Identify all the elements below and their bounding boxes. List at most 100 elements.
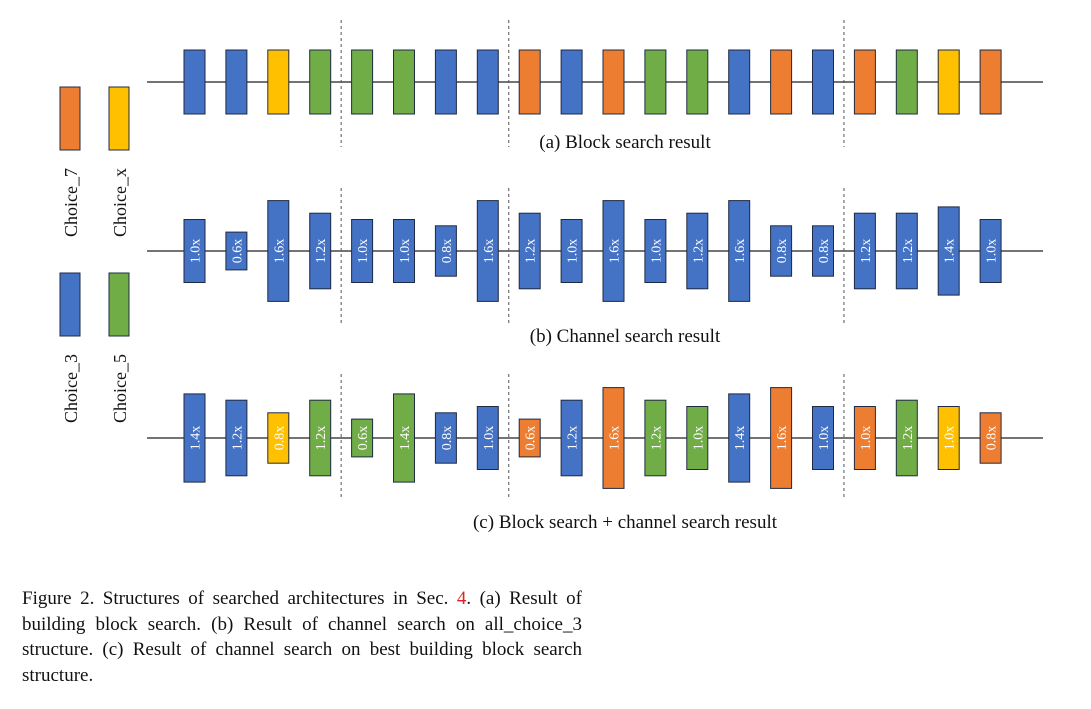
block-a-9 bbox=[518, 49, 541, 115]
block-c-19: 1.0x bbox=[937, 406, 960, 470]
block-a-11 bbox=[602, 49, 625, 115]
block-b-2: 0.6x bbox=[225, 231, 248, 271]
figure-caption: Figure 2. Structures of searched archite… bbox=[22, 586, 582, 688]
block-rect bbox=[518, 212, 541, 290]
block-b-12: 1.0x bbox=[644, 219, 667, 283]
block-scale-label: 1.2x bbox=[314, 426, 329, 451]
block-scale-label: 0.8x bbox=[817, 239, 832, 264]
legend-swatch-choice-x bbox=[108, 86, 130, 151]
block-scale-label: 1.2x bbox=[691, 239, 706, 264]
block-scale-label: 1.2x bbox=[901, 239, 916, 264]
block-rect bbox=[644, 49, 667, 115]
block-rect bbox=[895, 399, 918, 477]
panel-caption: (c) Block search + channel search result bbox=[473, 512, 778, 533]
block-rect bbox=[602, 200, 625, 302]
block-scale-label: 1.2x bbox=[566, 426, 581, 451]
block-rect bbox=[309, 399, 332, 477]
block-b-5: 1.0x bbox=[351, 219, 374, 283]
block-rect bbox=[225, 49, 248, 115]
block-scale-label: 1.0x bbox=[943, 426, 958, 451]
block-b-17: 1.2x bbox=[853, 212, 876, 290]
legend-label: Choice_3 bbox=[61, 354, 81, 423]
block-scale-label: 1.6x bbox=[775, 426, 790, 451]
block-scale-label: 0.8x bbox=[272, 426, 287, 451]
section-reference-link[interactable]: 4 bbox=[456, 588, 467, 609]
block-c-7: 0.8x bbox=[434, 412, 457, 464]
block-c-13: 1.0x bbox=[686, 406, 709, 470]
block-scale-label: 1.0x bbox=[356, 239, 371, 264]
block-c-4: 1.2x bbox=[309, 399, 332, 477]
block-a-13 bbox=[686, 49, 709, 115]
block-c-8: 1.0x bbox=[476, 406, 499, 470]
block-b-14: 1.6x bbox=[728, 200, 751, 302]
block-a-7 bbox=[434, 49, 457, 115]
block-rect bbox=[434, 412, 457, 464]
block-b-19: 1.4x bbox=[937, 206, 960, 296]
block-rect bbox=[979, 412, 1002, 464]
block-scale-label: 1.0x bbox=[691, 426, 706, 451]
block-rect bbox=[560, 219, 583, 283]
block-c-18: 1.2x bbox=[895, 399, 918, 477]
block-rect bbox=[560, 49, 583, 115]
block-b-4: 1.2x bbox=[309, 212, 332, 290]
block-scale-label: 0.8x bbox=[985, 426, 1000, 451]
block-a-1 bbox=[183, 49, 206, 115]
block-b-8: 1.6x bbox=[476, 200, 499, 302]
block-rect bbox=[267, 49, 290, 115]
block-rect bbox=[434, 49, 457, 115]
block-a-6 bbox=[393, 49, 415, 115]
legend-swatch-choice-7 bbox=[59, 86, 81, 151]
block-rect bbox=[937, 406, 960, 470]
block-rect bbox=[686, 212, 709, 290]
block-scale-label: 1.6x bbox=[482, 239, 497, 264]
block-rect bbox=[770, 225, 793, 277]
block-a-10 bbox=[560, 49, 583, 115]
block-a-4 bbox=[309, 49, 332, 115]
block-scale-label: 1.4x bbox=[943, 239, 958, 264]
block-rect bbox=[518, 418, 541, 458]
block-rect bbox=[225, 399, 248, 477]
block-scale-label: 1.0x bbox=[817, 426, 832, 451]
block-rect bbox=[351, 418, 374, 458]
block-rect bbox=[393, 393, 415, 483]
block-a-2 bbox=[225, 49, 248, 115]
caption-prefix: Figure 2. Structures of searched archite… bbox=[22, 588, 457, 609]
block-scale-label: 1.2x bbox=[314, 239, 329, 264]
panel-b: 1.0x 0.6x 1.6x 1.2x 1.0x 1.0x 0.8x 1.6x 1.2x 1.0x… bbox=[147, 188, 1043, 347]
panel-caption: (b) Channel search result bbox=[530, 326, 721, 347]
block-rect bbox=[770, 49, 793, 115]
block-b-1: 1.0x bbox=[183, 219, 206, 283]
legend-swatch-choice-5 bbox=[108, 272, 130, 337]
block-rect bbox=[686, 49, 709, 115]
block-scale-label: 1.2x bbox=[230, 426, 245, 451]
block-rect bbox=[644, 219, 667, 283]
block-c-15: 1.6x bbox=[770, 387, 793, 489]
block-rect bbox=[183, 219, 206, 283]
block-scale-label: 1.0x bbox=[566, 239, 581, 264]
block-rect bbox=[518, 49, 541, 115]
block-a-15 bbox=[770, 49, 793, 115]
block-scale-label: 1.0x bbox=[398, 239, 413, 264]
block-a-12 bbox=[644, 49, 667, 115]
block-b-11: 1.6x bbox=[602, 200, 625, 302]
block-a-3 bbox=[267, 49, 290, 115]
block-rect bbox=[853, 49, 876, 115]
block-b-15: 0.8x bbox=[770, 225, 793, 277]
block-scale-label: 0.6x bbox=[524, 426, 539, 451]
block-rect bbox=[602, 49, 625, 115]
block-rect bbox=[602, 387, 625, 489]
block-scale-label: 1.6x bbox=[733, 239, 748, 264]
block-scale-label: 1.2x bbox=[649, 426, 664, 451]
block-scale-label: 1.6x bbox=[608, 239, 623, 264]
block-c-1: 1.4x bbox=[183, 393, 206, 483]
block-rect bbox=[895, 49, 918, 115]
block-scale-label: 1.4x bbox=[733, 426, 748, 451]
block-b-7: 0.8x bbox=[434, 225, 457, 277]
block-rect bbox=[812, 49, 834, 115]
panel-a: (a) Block search result bbox=[147, 20, 1043, 153]
block-a-14 bbox=[728, 49, 751, 115]
block-c-16: 1.0x bbox=[812, 406, 834, 470]
block-scale-label: 1.2x bbox=[901, 426, 916, 451]
block-a-5 bbox=[351, 49, 374, 115]
